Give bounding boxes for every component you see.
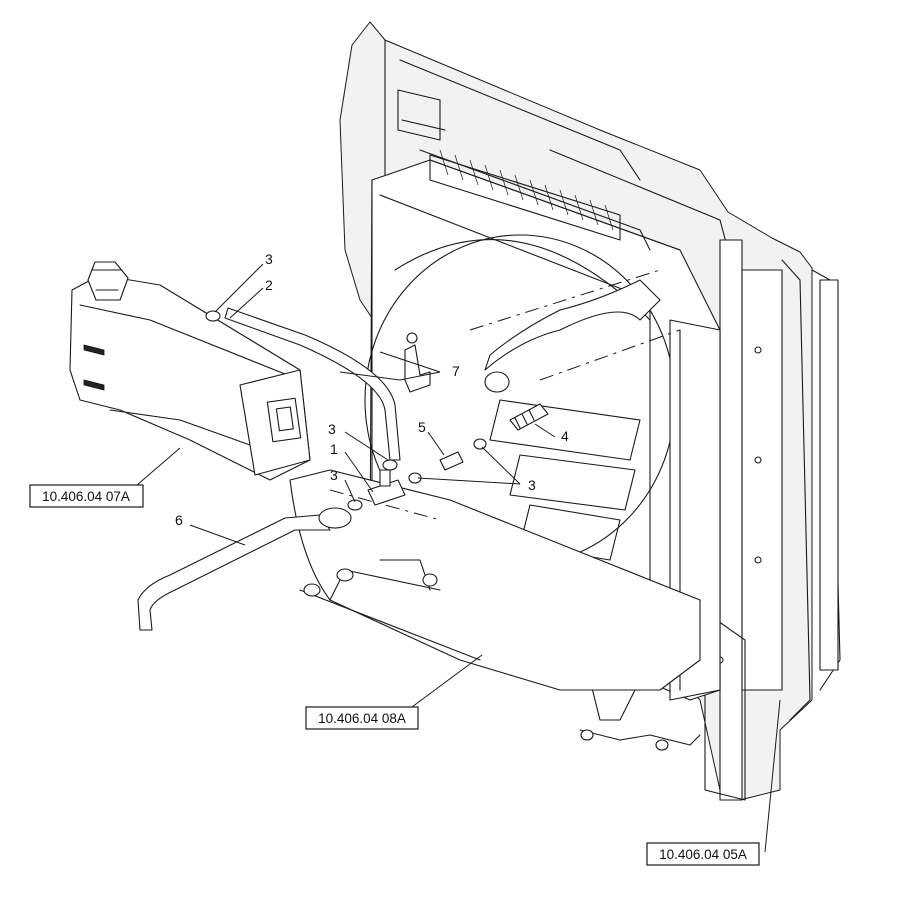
bracket-7: [404, 344, 431, 393]
lower-housing: [289, 469, 701, 751]
reference-expansion-tank: 10.406.04 07A: [29, 484, 144, 508]
clamp-3: [347, 499, 363, 511]
clamp-1: [205, 310, 221, 322]
callout-6: 6: [175, 512, 183, 528]
pipe-vent: [224, 307, 401, 461]
ref-label-expansion-tank: 10.406.04 07A: [42, 489, 130, 504]
fitting-4: [509, 403, 549, 431]
clamp-2: [382, 459, 398, 471]
hose-6: [137, 507, 352, 631]
callout-5: 5: [418, 419, 426, 435]
callout-3-a: 3: [328, 421, 336, 437]
connector-5: [439, 451, 464, 471]
centerlines: [329, 269, 681, 521]
fittings: [205, 310, 549, 511]
leader-lines: [136, 263, 781, 853]
ref-label-radiator: 10.406.04 08A: [318, 711, 406, 726]
filler-cap: [87, 261, 129, 301]
ref-label-frame: 10.406.04 05A: [659, 847, 747, 862]
callout-3-b: 3: [330, 467, 338, 483]
callout-2: 2: [265, 277, 273, 293]
reference-frame: 10.406.04 05A: [646, 842, 760, 866]
top-tank-fins: [429, 149, 621, 241]
upper-hose: [484, 279, 661, 371]
callout-7: 7: [452, 363, 460, 379]
clamp-5: [473, 438, 487, 450]
expansion-tank: [69, 261, 311, 481]
callout-4: 4: [561, 428, 569, 444]
callout-3-c: 3: [528, 477, 536, 493]
reference-radiator: 10.406.04 08A: [305, 706, 419, 730]
callout-3-top: 3: [265, 251, 273, 267]
callout-1: 1: [330, 441, 338, 457]
callout-labels: 3 2 7 3 5 4 1 3 3 6: [175, 251, 569, 528]
